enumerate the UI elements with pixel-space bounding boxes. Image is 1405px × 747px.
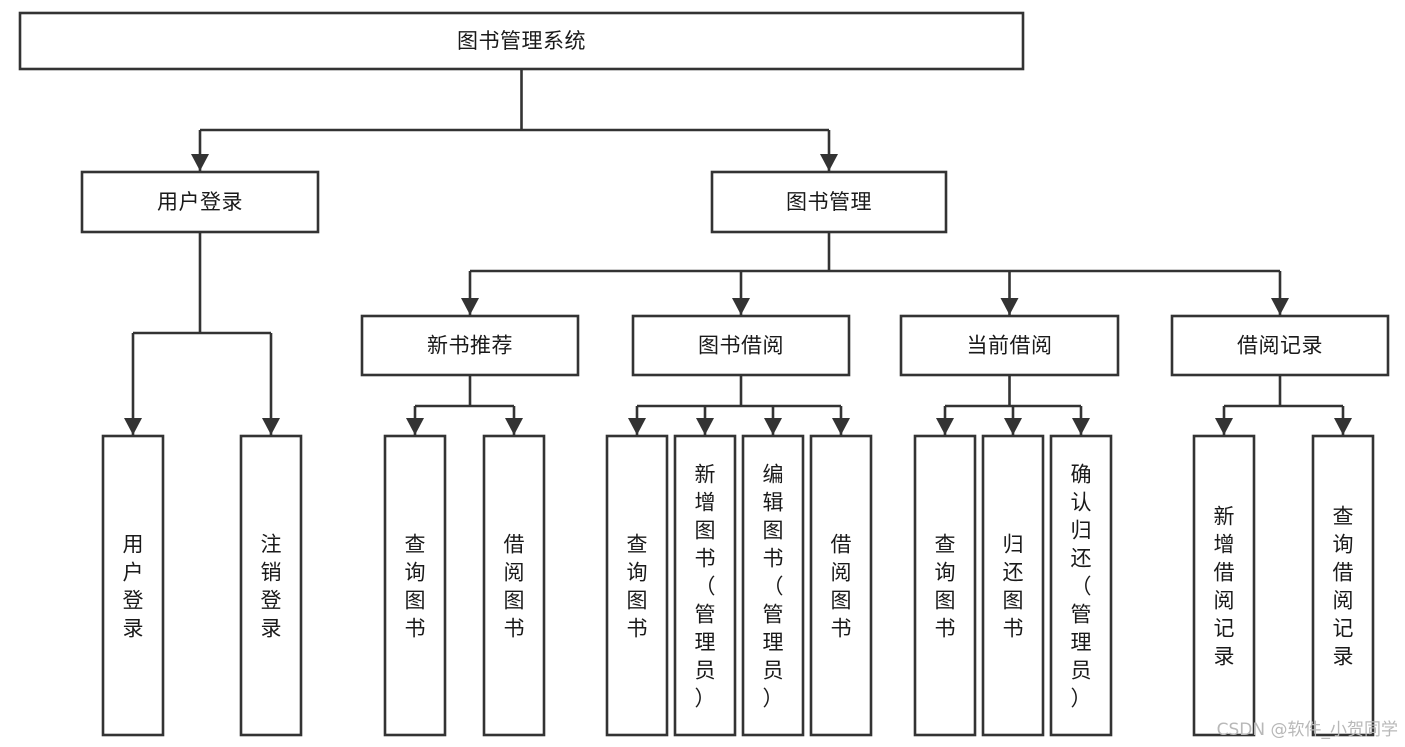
node-box-leaf-query-record	[1311, 434, 1375, 737]
node-leaf-user-login[interactable]: 用户登录	[101, 434, 165, 737]
conn-book-borrow-arrow-1	[696, 418, 714, 435]
node-label-current-borrow: 当前借阅	[967, 334, 1053, 358]
node-root[interactable]: 图书管理系统	[18, 11, 1025, 71]
conn-new-book-recommend-arrow-0	[406, 418, 424, 435]
node-box-leaf-add-record	[1192, 434, 1256, 737]
node-label-leaf-query-book-3: 查询图书	[935, 532, 956, 640]
node-label-new-book-recommend: 新书推荐	[427, 334, 513, 358]
node-label-root: 图书管理系统	[457, 29, 586, 53]
node-label-leaf-edit-book-admin: 编辑图书（管理员）	[763, 462, 784, 710]
node-box-leaf-query-book-1	[383, 434, 447, 737]
node-label-leaf-query-record: 查询借阅记录	[1333, 504, 1354, 668]
node-label-leaf-user-login: 用户登录	[123, 532, 144, 640]
node-label-leaf-add-record: 新增借阅记录	[1214, 504, 1235, 668]
node-box-leaf-confirm-return	[1049, 434, 1113, 737]
conn-current-borrow-arrow-0	[936, 418, 954, 435]
node-box-book-borrow	[631, 314, 851, 377]
node-box-leaf-query-book-3	[913, 434, 977, 737]
conn-current-borrow-arrow-2	[1072, 418, 1090, 435]
conn-root-arrow-1	[820, 154, 838, 171]
node-label-leaf-add-book-admin: 新增图书（管理员）	[695, 462, 716, 710]
connector-layer	[124, 69, 1352, 435]
node-label-user-login: 用户登录	[157, 190, 243, 214]
node-leaf-confirm-return[interactable]: 确认归还（管理员）	[1049, 434, 1113, 737]
node-box-leaf-query-book-2	[605, 434, 669, 737]
node-leaf-borrow-book-1[interactable]: 借阅图书	[482, 434, 546, 737]
conn-book-manage-arrow-2	[1000, 298, 1019, 315]
node-leaf-return-book[interactable]: 归还图书	[981, 434, 1045, 737]
node-leaf-query-book-3[interactable]: 查询图书	[913, 434, 977, 737]
conn-book-manage-arrow-3	[1271, 298, 1289, 315]
node-book-borrow[interactable]: 图书借阅	[631, 314, 851, 377]
conn-current-borrow-arrow-1	[1004, 418, 1022, 435]
node-box-leaf-edit-book-admin	[741, 434, 805, 737]
conn-book-borrow-arrow-2	[764, 418, 782, 435]
node-book-manage[interactable]: 图书管理	[710, 170, 948, 234]
node-box-current-borrow	[899, 314, 1120, 377]
node-leaf-add-record[interactable]: 新增借阅记录	[1192, 434, 1256, 737]
node-label-leaf-logout: 注销登录	[261, 532, 282, 640]
node-box-borrow-record	[1170, 314, 1390, 377]
node-label-leaf-query-book-1: 查询图书	[405, 532, 426, 640]
node-box-book-manage	[710, 170, 948, 234]
node-new-book-recommend[interactable]: 新书推荐	[360, 314, 580, 377]
conn-user-login-arrow-1	[262, 418, 280, 435]
node-user-login[interactable]: 用户登录	[80, 170, 320, 234]
node-label-borrow-record: 借阅记录	[1237, 334, 1323, 358]
csdn-watermark: CSDN @软件_小贺同学	[1217, 720, 1398, 740]
conn-user-login-arrow-0	[124, 418, 142, 435]
node-box-leaf-logout	[239, 434, 303, 737]
conn-borrow-record-arrow-1	[1334, 418, 1352, 435]
node-label-leaf-borrow-book-1: 借阅图书	[504, 532, 525, 640]
node-label-book-borrow: 图书借阅	[698, 334, 784, 358]
node-borrow-record[interactable]: 借阅记录	[1170, 314, 1390, 377]
node-leaf-edit-book-admin[interactable]: 编辑图书（管理员）	[741, 434, 805, 737]
node-leaf-add-book-admin[interactable]: 新增图书（管理员）	[673, 434, 737, 737]
node-label-book-manage: 图书管理	[786, 190, 872, 214]
conn-book-borrow-arrow-3	[832, 418, 850, 435]
node-box-leaf-add-book-admin	[673, 434, 737, 737]
node-leaf-query-book-1[interactable]: 查询图书	[383, 434, 447, 737]
node-box-leaf-borrow-book-2	[809, 434, 873, 737]
node-current-borrow[interactable]: 当前借阅	[899, 314, 1120, 377]
node-layer: 图书管理系统用户登录图书管理新书推荐图书借阅当前借阅借阅记录用户登录注销登录查询…	[18, 11, 1390, 737]
node-label-leaf-borrow-book-2: 借阅图书	[831, 532, 852, 640]
node-box-new-book-recommend	[360, 314, 580, 377]
node-box-leaf-borrow-book-1	[482, 434, 546, 737]
conn-book-manage-arrow-0	[461, 298, 479, 315]
node-label-leaf-confirm-return: 确认归还（管理员）	[1071, 462, 1092, 710]
node-label-leaf-return-book: 归还图书	[1003, 532, 1024, 640]
node-leaf-logout[interactable]: 注销登录	[239, 434, 303, 737]
node-leaf-query-book-2[interactable]: 查询图书	[605, 434, 669, 737]
conn-root-arrow-0	[191, 154, 209, 171]
conn-new-book-recommend-arrow-1	[505, 418, 523, 435]
conn-book-borrow-arrow-0	[628, 418, 646, 435]
node-leaf-borrow-book-2[interactable]: 借阅图书	[809, 434, 873, 737]
conn-borrow-record-arrow-0	[1215, 418, 1233, 435]
conn-book-manage-arrow-1	[732, 298, 750, 315]
node-box-root	[18, 11, 1025, 71]
node-box-leaf-return-book	[981, 434, 1045, 737]
node-label-leaf-query-book-2: 查询图书	[627, 532, 648, 640]
node-leaf-query-record[interactable]: 查询借阅记录	[1311, 434, 1375, 737]
node-box-user-login	[80, 170, 320, 234]
node-box-leaf-user-login	[101, 434, 165, 737]
